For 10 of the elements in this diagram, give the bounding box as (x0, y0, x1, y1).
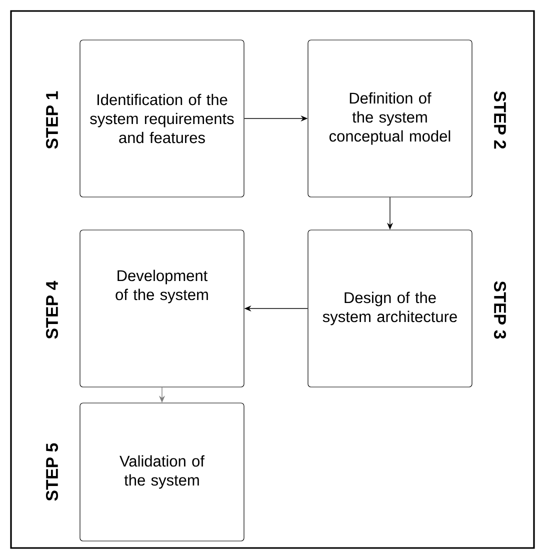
step-label: STEP 3 (494, 281, 506, 339)
process-box: Identification of the system requirements and features (80, 40, 244, 198)
step-label: STEP 2 (494, 91, 506, 149)
step-label: STEP 5 (46, 443, 58, 501)
step-label: STEP 1 (46, 91, 58, 149)
process-box: Design of the system architecture (308, 230, 472, 388)
process-box: Validation of the system (80, 402, 244, 542)
step-label: STEP 4 (46, 280, 58, 339)
process-box: Development of the system (80, 230, 244, 388)
process-box: Definition of the system conceptual model (308, 40, 472, 198)
